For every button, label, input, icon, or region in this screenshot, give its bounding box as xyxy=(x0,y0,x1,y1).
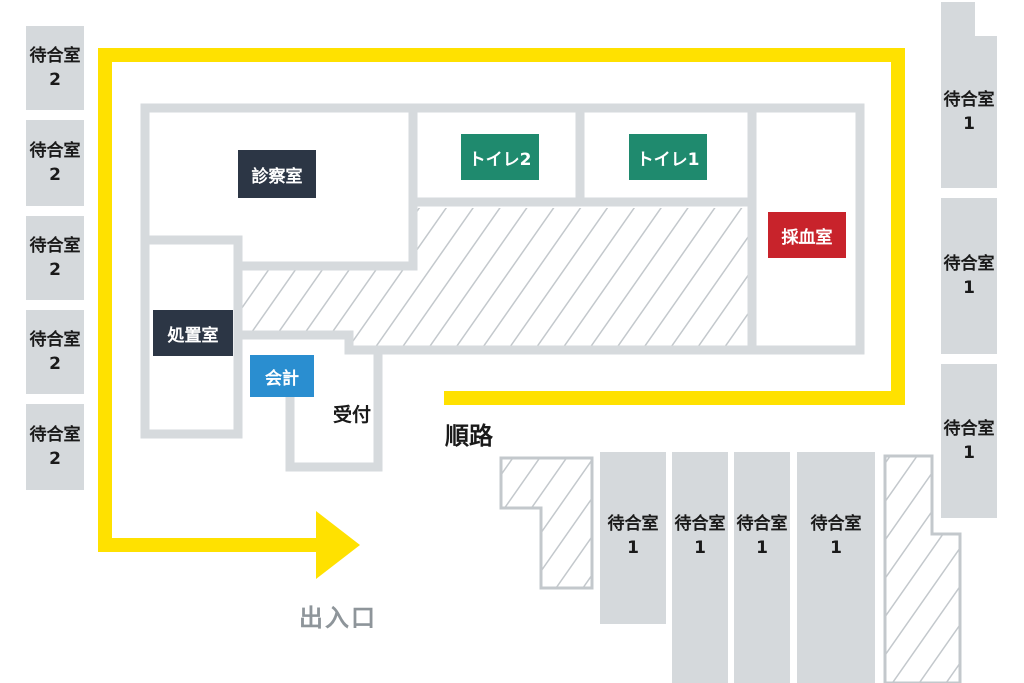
waiting-room-number: 2 xyxy=(49,354,61,374)
waiting-block xyxy=(26,404,84,490)
waiting-room-1-label: 待合室 1 xyxy=(941,405,997,477)
hatched-block-right xyxy=(883,454,962,683)
waiting-room-1-label: 待合室 1 xyxy=(797,500,875,572)
waiting-block xyxy=(26,216,84,300)
waiting-room-1-label: 待合室 1 xyxy=(734,500,790,572)
waiting-block xyxy=(26,26,84,110)
toilet-2-label: トイレ2 xyxy=(461,134,539,180)
toilet-1-label: トイレ1 xyxy=(629,134,707,180)
waiting-room-2-label: 待合室 2 xyxy=(26,404,84,490)
waiting-room-name: 待合室 xyxy=(29,425,81,445)
waiting-block xyxy=(941,198,997,354)
waiting-room-2-label: 待合室 2 xyxy=(26,216,84,300)
waiting-room-name: 待合室 xyxy=(674,514,726,534)
treatment-room-label: 処置室 xyxy=(153,310,233,356)
waiting-room-number: 1 xyxy=(963,114,975,134)
waiting-room-number: 1 xyxy=(756,538,768,558)
waiting-room-name: 待合室 xyxy=(29,236,81,256)
waiting-block xyxy=(672,452,728,683)
waiting-area-1-right-blocks xyxy=(941,2,997,518)
waiting-block xyxy=(941,2,997,188)
waiting-room-name: 待合室 xyxy=(736,514,788,534)
reception-label: 受付 xyxy=(333,404,372,426)
waiting-room-number: 2 xyxy=(49,260,61,280)
cashier-label: 会計 xyxy=(250,355,314,397)
clinic-walls xyxy=(140,103,865,472)
route-label: 順路 xyxy=(445,422,493,450)
waiting-room-1-label: 待合室 1 xyxy=(941,76,997,148)
waiting-room-number: 2 xyxy=(49,165,61,185)
waiting-room-number: 1 xyxy=(963,278,975,298)
waiting-room-number: 1 xyxy=(694,538,706,558)
waiting-room-name: 待合室 xyxy=(810,514,862,534)
waiting-room-2-label: 待合室 2 xyxy=(26,120,84,206)
hatched-block-left xyxy=(499,456,594,590)
waiting-block xyxy=(600,452,666,624)
waiting-room-2-label: 待合室 2 xyxy=(26,26,84,110)
waiting-area-1-bottom-blocks xyxy=(600,452,875,683)
waiting-room-number: 2 xyxy=(49,449,61,469)
waiting-block xyxy=(941,364,997,518)
waiting-room-number: 1 xyxy=(830,538,842,558)
waiting-room-name: 待合室 xyxy=(29,46,81,66)
waiting-room-1-label: 待合室 1 xyxy=(941,240,997,312)
waiting-block xyxy=(26,310,84,394)
blood-draw-room-label: 採血室 xyxy=(768,212,846,258)
corridor-hatch xyxy=(240,208,752,346)
exam-room-label: 診察室 xyxy=(238,150,316,198)
waiting-room-name: 待合室 xyxy=(943,419,995,439)
waiting-block xyxy=(734,452,790,683)
waiting-block xyxy=(797,452,875,683)
waiting-room-name: 待合室 xyxy=(29,141,81,161)
waiting-room-name: 待合室 xyxy=(607,514,659,534)
waiting-room-name: 待合室 xyxy=(29,330,81,350)
waiting-room-number: 1 xyxy=(963,443,975,463)
waiting-block xyxy=(26,120,84,206)
waiting-room-1-label: 待合室 1 xyxy=(600,500,666,572)
route-arrow xyxy=(316,511,360,579)
entrance-label: 出入口 xyxy=(299,604,377,632)
waiting-room-name: 待合室 xyxy=(943,90,995,110)
waiting-room-name: 待合室 xyxy=(943,254,995,274)
waiting-room-number: 1 xyxy=(627,538,639,558)
waiting-room-number: 2 xyxy=(49,70,61,90)
waiting-area-2-blocks xyxy=(26,26,84,490)
waiting-room-2-label: 待合室 2 xyxy=(26,310,84,394)
waiting-room-1-label: 待合室 1 xyxy=(672,500,728,572)
route-path xyxy=(98,48,905,579)
